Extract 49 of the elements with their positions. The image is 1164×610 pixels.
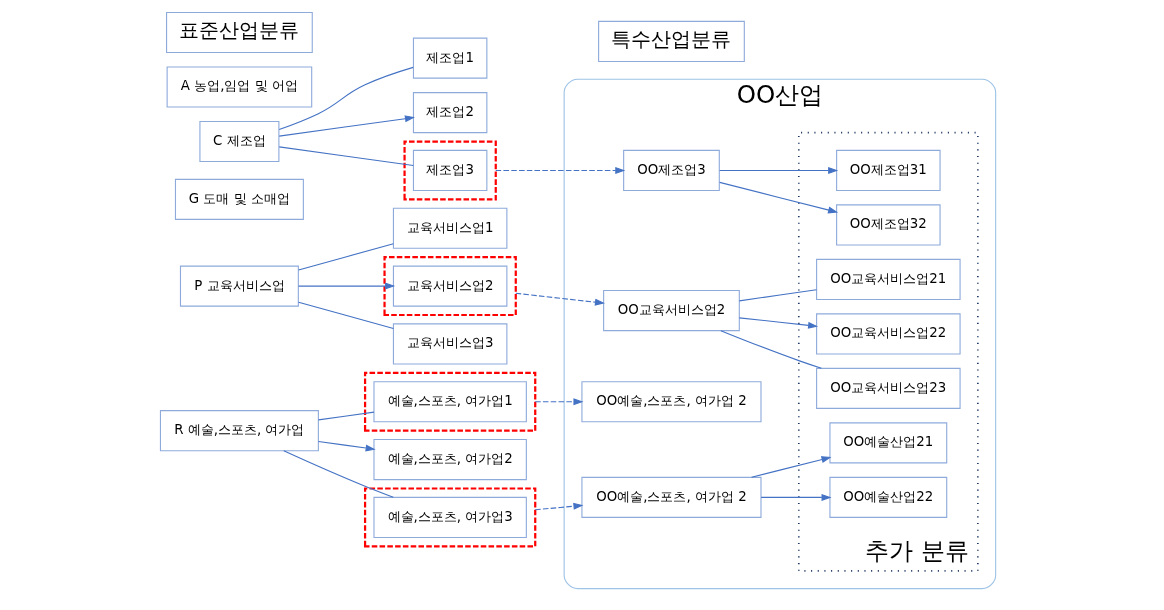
connector [297,243,394,271]
arrow [750,456,831,478]
arrow [278,115,415,137]
node-box: OO예술산업21 [828,422,947,464]
arrow [718,181,838,214]
node-box: 예술,스포츠, 여가업2 [372,439,527,481]
connector [317,411,375,421]
node-box: OO제조업31 [835,149,941,191]
node-box: C 제조업 [198,120,279,163]
node-box: 제조업2 [412,92,487,134]
node-box: OO교육서비스업23 [815,367,961,409]
cluster [402,140,497,201]
node-box: 교육서비스업1 [392,207,507,249]
node-box: OO제조업3 [622,149,720,191]
connector [719,330,822,369]
connector [278,66,414,131]
arrow [534,398,583,406]
node-box: OO교육서비스업2 [602,290,740,332]
node-box: R 예술,스포츠, 여가업 [159,410,319,452]
node-box: 교육서비스업2 [392,265,507,307]
arrow [297,282,395,290]
node-box: 예술,스포츠, 여가업1 [372,381,527,423]
node-box: P 교육서비스업 [179,265,299,307]
node-box: OO예술산업22 [828,476,947,518]
node-box: OO제조업32 [835,204,941,246]
node-box: 제조업1 [412,37,487,79]
node-box: 특수산업분류 [597,20,745,62]
node-box: 제조업3 [412,149,487,191]
node-box: A 농업,임업 및 어업 [166,66,312,108]
arrow [494,166,625,174]
cluster [363,487,536,548]
cluster [363,371,536,432]
arrow [514,292,605,306]
connector [297,301,394,330]
node-box: OO예술,스포츠, 여가업 2 [580,381,762,423]
arrow [760,493,832,501]
node-box: 표준산업분류 [165,11,313,54]
connector [738,289,817,302]
node-box: OO예술,스포츠, 여가업 2 [580,476,762,518]
node-box: 예술,스포츠, 여가업3 [372,496,527,538]
arrow [317,440,376,452]
arrow [738,317,818,329]
arrow [534,502,583,511]
arrow [718,166,838,174]
node-box: G 도매 및 소매업 [174,178,304,220]
node-box: OO교육서비스업22 [815,313,961,355]
node-box: OO교육서비스업21 [815,258,961,300]
node-box: 교육서비스업3 [392,323,507,365]
connector [278,146,414,167]
